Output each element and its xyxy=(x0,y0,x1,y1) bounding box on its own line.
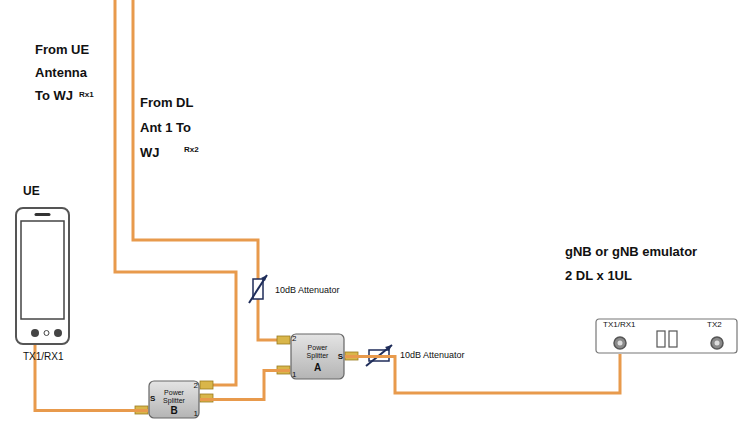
port-label: 1 xyxy=(292,370,296,379)
port-label: S xyxy=(338,352,343,361)
attenuator-symbol xyxy=(249,275,267,303)
splitter-id: B xyxy=(148,405,200,416)
gnb-device: gNB or gNB emulator2 DL x 1ULTX1/RX1TX2 xyxy=(595,318,738,354)
port-label: 1 xyxy=(194,409,198,418)
port-label: TX1/RX1 xyxy=(23,351,64,362)
cable-line xyxy=(200,371,290,400)
subscript: Rx1 xyxy=(79,90,94,99)
cable-line xyxy=(345,354,620,393)
power-splitter: Power SplitterA 2 1 S xyxy=(290,333,345,380)
node-outline xyxy=(15,207,70,345)
splitter-id: A xyxy=(290,362,345,373)
subscript: Rx2 xyxy=(184,145,199,154)
ue-phone: UETX1/RX1 xyxy=(15,207,70,345)
dl-antenna-cable xyxy=(133,0,288,340)
attenuator-label: 10dB Attenuator xyxy=(275,285,340,295)
rf-cable xyxy=(345,354,620,393)
device-name: UE xyxy=(23,184,40,198)
port-label: 2 xyxy=(292,334,296,343)
device-config: 2 DL x 1UL xyxy=(565,268,632,283)
port-label: TX2 xyxy=(707,320,722,329)
port-label: TX1/RX1 xyxy=(603,320,635,329)
rf-cable xyxy=(200,371,290,400)
power-splitter: Power SplitterBS 2 1 xyxy=(148,380,200,419)
splitter-name: Power Splitter xyxy=(156,389,192,405)
port-label: 2 xyxy=(194,381,198,390)
splitter-name: Power Splitter xyxy=(298,344,337,360)
attenuator-label: 10dB Attenuator xyxy=(400,350,465,360)
device-name: gNB or gNB emulator xyxy=(565,244,697,259)
port-label: S xyxy=(150,394,155,403)
